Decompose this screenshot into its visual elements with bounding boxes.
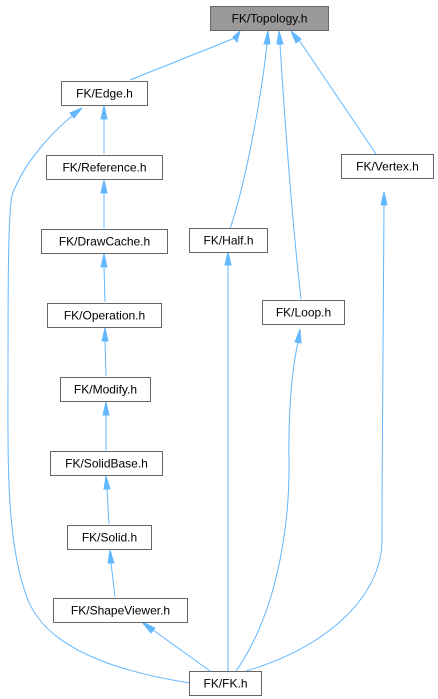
node-label: FK/Operation.h	[64, 309, 145, 323]
edge-half-to-topology	[229, 30, 271, 230]
node-shapeviewer[interactable]: FK/ShapeViewer.h	[53, 598, 188, 623]
node-label: FK/ShapeViewer.h	[71, 604, 170, 618]
node-solid[interactable]: FK/Solid.h	[67, 525, 152, 550]
node-reference[interactable]: FK/Reference.h	[46, 155, 163, 180]
node-loop[interactable]: FK/Loop.h	[262, 300, 345, 325]
edge-loop-to-topology	[276, 30, 302, 300]
node-edge[interactable]: FK/Edge.h	[61, 81, 148, 106]
edge-fk-to-loop	[235, 328, 302, 672]
edge-reference-to-edge	[100, 105, 108, 154]
node-label: FK/Vertex.h	[356, 160, 419, 174]
node-half[interactable]: FK/Half.h	[189, 228, 268, 253]
node-vertex[interactable]: FK/Vertex.h	[341, 154, 434, 179]
node-label: FK/Modify.h	[74, 383, 137, 397]
edge-fk-to-vertex	[245, 191, 388, 672]
edge-fk-to-shapeviewer	[141, 621, 211, 672]
edge-solidbase-to-modify	[102, 401, 110, 450]
edge-solid-to-solidbase	[103, 475, 111, 525]
node-fk[interactable]: FK/FK.h	[189, 671, 262, 696]
node-drawcache[interactable]: FK/DrawCache.h	[41, 229, 168, 254]
edge-fk-to-edge	[7, 107, 191, 684]
node-label: FK/Reference.h	[62, 161, 146, 175]
edge-modify-to-operation	[101, 327, 109, 377]
edge-operation-to-drawcache	[100, 253, 108, 303]
node-topology[interactable]: FK/Topology.h	[210, 6, 329, 31]
node-label: FK/Half.h	[203, 234, 253, 248]
node-label: FK/Edge.h	[76, 87, 133, 101]
node-label: FK/FK.h	[203, 677, 247, 691]
node-label: FK/DrawCache.h	[59, 235, 150, 249]
node-label: FK/Loop.h	[276, 306, 331, 320]
edge-edge-to-topology	[129, 29, 241, 81]
edge-drawcache-to-reference	[100, 179, 108, 228]
node-label: FK/Solid.h	[82, 531, 137, 545]
node-solidbase[interactable]: FK/SolidBase.h	[50, 451, 163, 476]
node-label: FK/Topology.h	[232, 12, 308, 26]
edge-shapeviewer-to-solid	[107, 549, 116, 598]
edge-fk-to-half	[224, 251, 232, 671]
edge-vertex-to-topology	[290, 30, 377, 155]
node-label: FK/SolidBase.h	[65, 457, 148, 471]
node-operation[interactable]: FK/Operation.h	[47, 303, 162, 328]
node-modify[interactable]: FK/Modify.h	[60, 377, 151, 402]
